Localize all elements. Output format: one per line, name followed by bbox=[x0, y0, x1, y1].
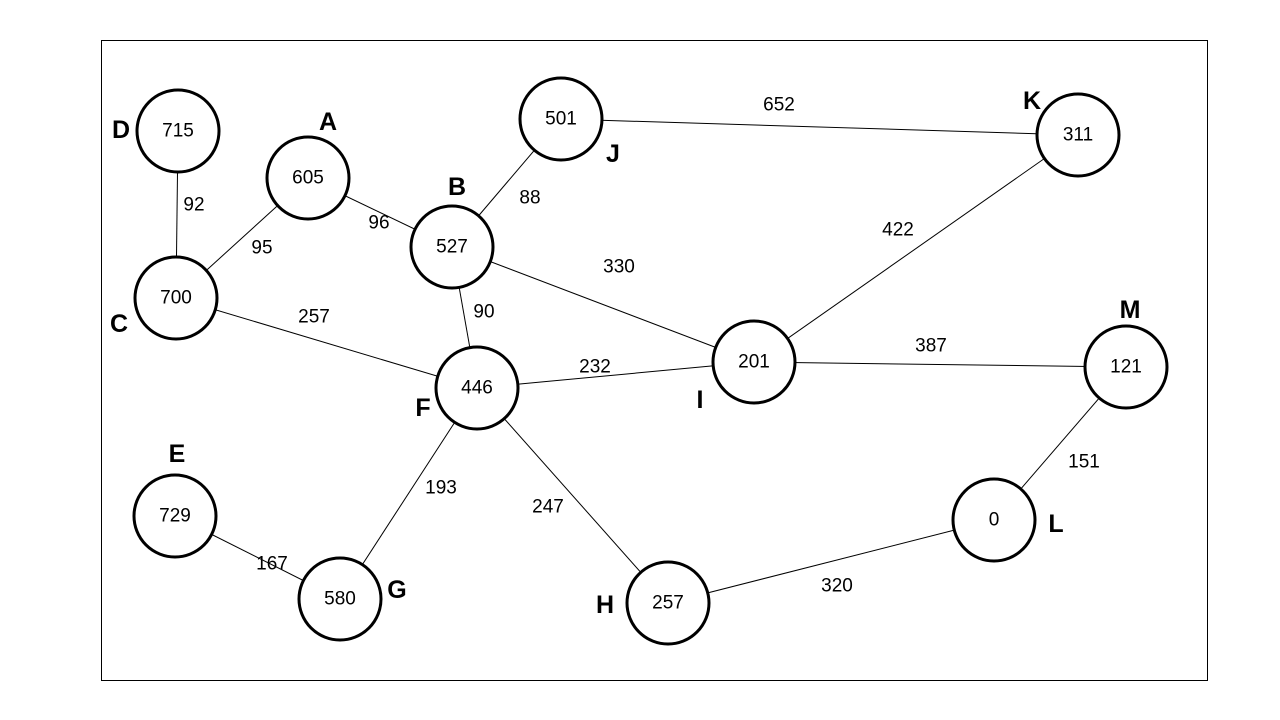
node-circle bbox=[711, 319, 797, 405]
node-circle bbox=[518, 76, 604, 162]
node-circle bbox=[409, 204, 495, 290]
edge-weight-d-c: 92 bbox=[183, 195, 204, 216]
node-value: 501 bbox=[545, 109, 577, 130]
node-letter: A bbox=[319, 108, 337, 136]
edge-weight-a-b: 96 bbox=[368, 213, 389, 234]
node-k: 311 K bbox=[1023, 87, 1121, 178]
node-letter: I bbox=[697, 386, 704, 414]
edge-weight-b-i: 330 bbox=[603, 257, 635, 278]
node-value: 311 bbox=[1063, 125, 1093, 146]
node-letter: L bbox=[1048, 510, 1063, 538]
edge-j-k bbox=[560, 118, 1079, 136]
node-value: 0 bbox=[989, 510, 1000, 531]
node-letter: E bbox=[169, 440, 186, 468]
edge-c-f bbox=[175, 297, 478, 389]
node-circle bbox=[434, 345, 520, 431]
node-d: 715 D bbox=[112, 88, 221, 174]
node-value: 580 bbox=[324, 589, 356, 610]
edge-weight-f-i: 232 bbox=[579, 357, 611, 378]
edge-weight-b-f: 90 bbox=[473, 302, 494, 323]
edge-i-m bbox=[753, 361, 1127, 368]
node-m: 121 M bbox=[1083, 296, 1169, 410]
edge-weight-e-g: 167 bbox=[256, 554, 288, 575]
edge-b-i bbox=[451, 246, 755, 363]
edge-weights-layer: 92 95 96 88 652 330 422 90 257 232 387 151 193 247 167… bbox=[183, 95, 1099, 597]
edge-weight-j-k: 652 bbox=[763, 95, 795, 116]
node-letter: J bbox=[606, 140, 620, 168]
node-value: 201 bbox=[738, 352, 770, 373]
node-value: 729 bbox=[159, 506, 191, 527]
node-b: 527 B bbox=[409, 173, 495, 290]
node-letter: B bbox=[448, 173, 466, 201]
node-a: 605 A bbox=[265, 108, 351, 221]
node-circle bbox=[265, 135, 351, 221]
edge-weight-b-j: 88 bbox=[519, 188, 540, 209]
node-circle bbox=[1035, 92, 1121, 178]
node-letter: D bbox=[112, 116, 130, 144]
node-circle bbox=[951, 477, 1037, 563]
node-value: 527 bbox=[436, 237, 468, 258]
edge-weight-m-l: 151 bbox=[1068, 452, 1100, 473]
edge-h-l bbox=[667, 519, 995, 604]
edge-weight-f-h: 247 bbox=[532, 497, 564, 518]
node-g: 580 G bbox=[297, 556, 407, 642]
node-circle bbox=[1083, 324, 1169, 410]
edge-weight-i-m: 387 bbox=[915, 336, 947, 357]
edge-k-i bbox=[753, 134, 1079, 363]
node-letter: C bbox=[110, 310, 128, 338]
edge-f-i bbox=[476, 361, 755, 389]
node-letter: F bbox=[415, 394, 430, 422]
node-circle bbox=[297, 556, 383, 642]
edge-weight-c-f: 257 bbox=[298, 307, 330, 328]
node-letter: G bbox=[387, 576, 406, 604]
node-circle bbox=[133, 255, 219, 341]
edge-f-h bbox=[476, 387, 669, 604]
node-e: 729 E bbox=[132, 440, 218, 559]
node-value: 446 bbox=[461, 378, 493, 399]
edge-weight-c-a: 95 bbox=[251, 238, 272, 259]
node-circle bbox=[135, 88, 221, 174]
node-circle bbox=[625, 560, 711, 646]
node-letter: H bbox=[596, 591, 614, 619]
edge-weight-h-l: 320 bbox=[821, 576, 853, 597]
node-letter: K bbox=[1023, 87, 1041, 115]
node-value: 257 bbox=[652, 593, 684, 614]
diagram-frame bbox=[101, 40, 1208, 681]
node-circle bbox=[132, 473, 218, 559]
node-letter: M bbox=[1120, 296, 1141, 324]
node-value: 121 bbox=[1110, 357, 1142, 378]
edge-weight-k-i: 422 bbox=[882, 220, 914, 241]
node-h: 257 H bbox=[596, 560, 711, 646]
node-value: 700 bbox=[160, 288, 192, 309]
edge-weight-f-g: 193 bbox=[425, 478, 457, 499]
node-value: 605 bbox=[292, 168, 324, 189]
node-value: 715 bbox=[162, 121, 194, 142]
